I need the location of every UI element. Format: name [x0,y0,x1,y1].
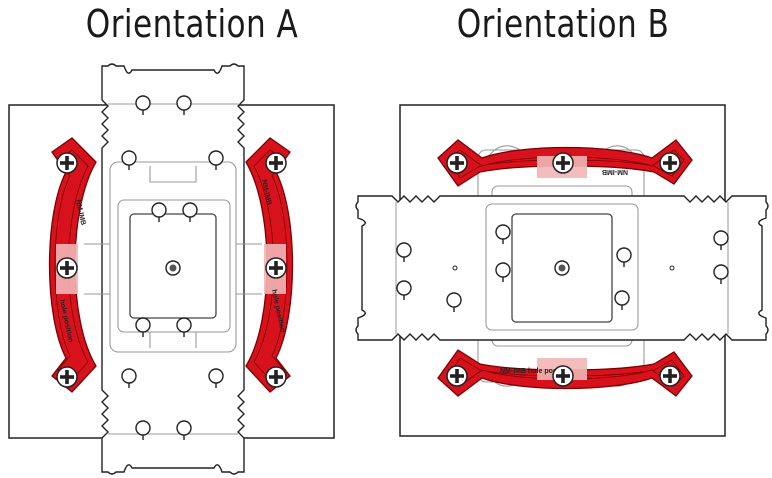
mounting-bracket-bottom-b: NM-IMB hole position [437,349,693,397]
orientation-b-diagram: NM-IMB NM-IMB hole position [355,104,769,437]
orientation-a-title: Orientation A [85,2,299,46]
socket-plate-a [84,161,262,353]
socket-inner-b [485,203,639,331]
mounting-bracket-right-a: NM-IMB hole position [245,137,294,393]
mounting-bracket-top-b: NM-IMB [437,139,693,187]
bracket-label-top-b: NM-IMB [602,168,628,175]
mounting-bracket-left-a: NM-IMB hole position [48,137,97,393]
bracket-label-bottom-b: NM-IMB hole position [500,368,572,375]
orientation-a-diagram: NM-IMB hole position NM-IMB hole positio… [8,63,335,475]
orientation-b-title: Orientation B [456,2,670,46]
